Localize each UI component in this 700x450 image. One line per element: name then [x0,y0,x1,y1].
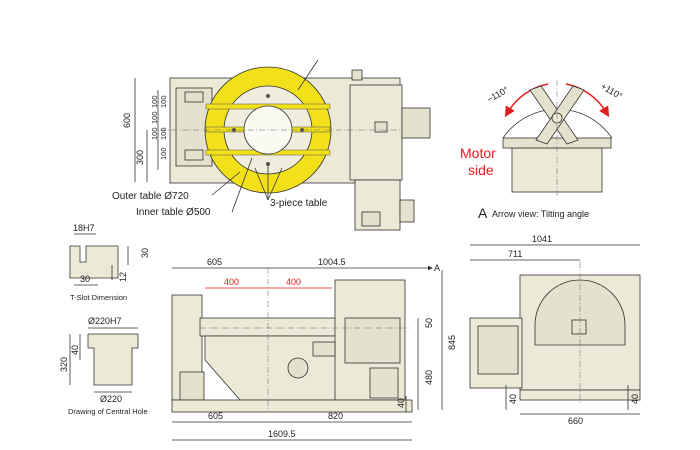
dim-1004-label: 1004.5 [318,257,346,267]
tilt-arrow-pos [565,83,610,118]
top-support-clamp-lower [184,149,204,161]
slot-spacing-label: 100 [159,127,168,140]
dim-40-front-label: 40 [396,398,406,408]
bolt-hole [300,128,304,132]
leader-top [297,59,319,91]
side-view: 1041 711 660 40 40 [469,234,641,426]
arrow-view: −110° +110° Motor side A Arrow view: Til… [460,80,624,221]
dim-total-label: 1609.5 [268,429,296,439]
tilt-arrow-neg [504,83,549,118]
front-base [171,399,413,413]
tslot-caption: T-Slot Dimension [70,293,127,302]
slot-spacing-label: 100 [159,147,168,160]
top-motor-end [399,199,415,223]
tslot-30w-label: 30 [80,274,90,284]
bolt-hole [266,94,270,98]
front-motor [344,317,401,364]
inner-table-label: Inner table Ø500 [136,207,211,218]
slot-spacing-label: 100 [150,111,159,124]
dim-600-label: 600 [122,113,132,128]
red-400-right-label: 400 [286,277,301,287]
front-tailstock-foot [179,371,205,401]
dim-605-bottom-label: 605 [208,411,223,421]
motor-side-line2: side [468,162,494,178]
arrow-view-letter: A [478,205,488,221]
dim-50-label: 50 [424,318,434,328]
top-housing-window [374,121,388,133]
slot-spacing-label: 100 [150,95,159,108]
front-motor-box [369,367,399,399]
dim-711-label: 711 [508,249,522,259]
top-view: 600 300 100 100 100 100 100 100 Outer ta… [112,59,431,231]
leader-outer [211,171,241,196]
arrow-view-caption: Arrow view: Tilting angle [492,209,589,219]
front-rotary-cover [287,357,309,379]
dim-605-top-label: 605 [207,257,222,267]
bolt-hole [266,162,270,166]
top-motor-shaft [401,107,431,139]
hole-bottom-label: Ø220 [100,394,122,404]
slot-spacing-label: 100 [150,127,159,140]
dim-40-side-label-right: 40 [630,394,640,404]
tslot-30h-label: 30 [140,248,150,258]
front-view: 605 1004.5 A 400 400 50 845 480 40 605 8… [171,257,457,441]
dim-660-label: 660 [568,416,583,426]
tslot-12-label: 12 [118,272,128,282]
top-lifting-eye [351,69,363,81]
outer-table-label: Outer table Ø720 [112,191,189,202]
hole-section [87,333,139,386]
top-drive-housing [349,84,403,181]
dim-480-label: 480 [424,370,434,385]
dim-1041-label: 1041 [532,234,552,244]
side-window [571,319,587,335]
central-hole-detail: Ø220H7 40 320 Ø220 Drawing of Central Ho… [59,316,148,416]
slot-spacing-label: 100 [159,95,168,108]
side-motor-cover [477,325,519,375]
top-motor-connector [361,211,381,227]
motor-side-line1: Motor [460,145,496,161]
leader-3piece-a [254,167,269,201]
dim-845-label: 845 [447,335,457,350]
dim-820-label: 820 [328,411,343,421]
hole-320-label: 320 [59,357,69,372]
tslot-18h7-label: 18H7 [73,223,95,233]
hole-40-label: 40 [70,345,80,355]
arrow-a-label: A [434,263,440,273]
three-piece-label: 3-piece table [270,198,328,209]
front-nameplate [312,341,336,357]
hole-top-label: Ø220H7 [88,316,122,326]
side-cradle-arch [534,279,626,346]
leader-inner [231,157,253,213]
t-slot-shape [69,245,119,279]
hole-caption: Drawing of Central Hole [68,407,148,416]
red-400-left-label: 400 [224,277,239,287]
t-slot-detail: 18H7 30 30 12 T-Slot Dimension [69,223,150,302]
leader-3piece-c [267,167,283,201]
dim-40-side-label: 40 [508,394,518,404]
angle-neg-label: −110° [485,84,510,104]
top-support-clamp-upper [184,91,204,103]
angle-pos-label: +110° [599,81,624,101]
front-table [199,317,351,337]
dim-300-label: 300 [135,150,145,165]
